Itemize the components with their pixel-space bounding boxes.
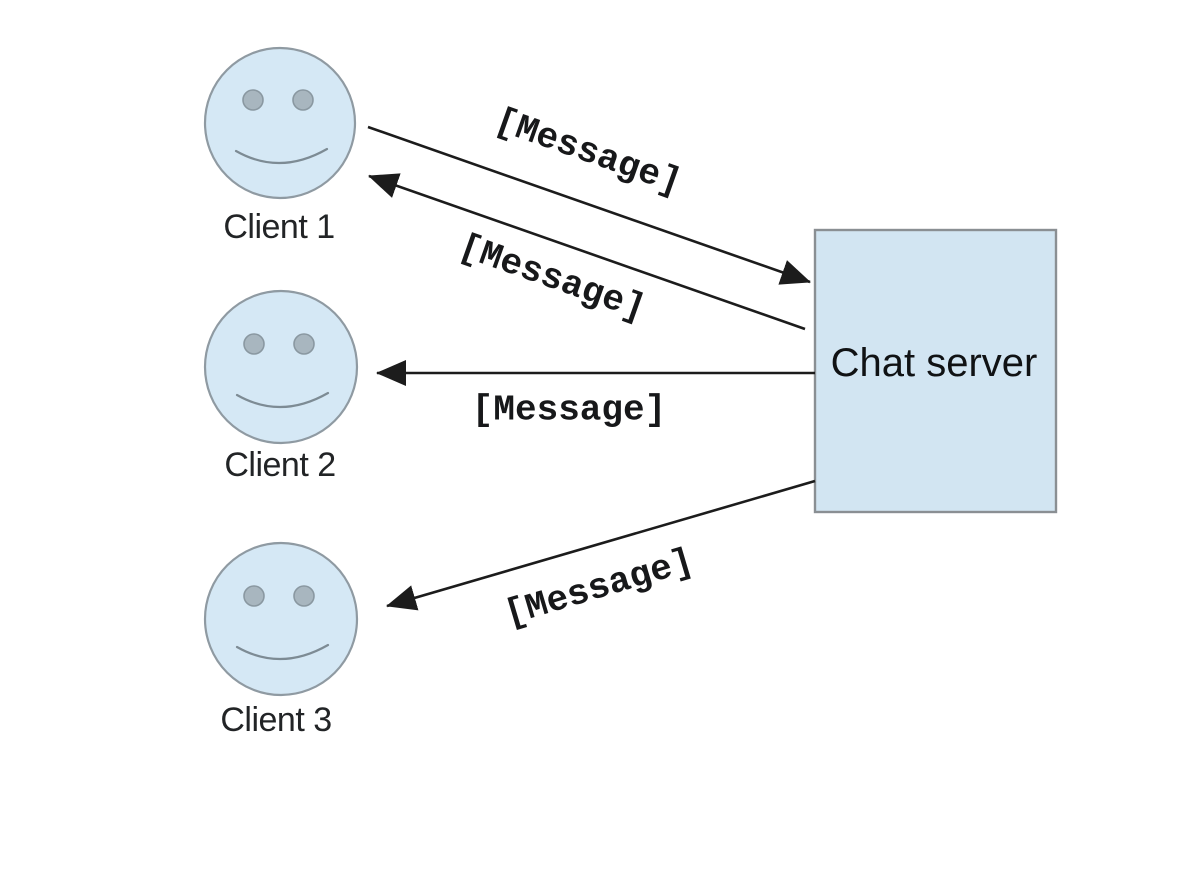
message-labels: [Message] [Message] [Message] [Message] [454,100,699,635]
client-1-face-icon [203,46,357,200]
client-1-smile-icon [234,147,329,165]
client-2-right-eye-icon [293,333,315,355]
server-box [813,228,1058,514]
client-3-smile-icon [235,643,330,661]
client-3-left-eye-icon [243,585,265,607]
arrow-client1-to-server [367,125,811,285]
client-3-label: Client 3 [220,701,331,739]
client-2-left-eye-icon [243,333,265,355]
server-node: Chat server [813,228,1058,514]
arrow-server-to-client3 [386,479,816,611]
client-1-left-eye-icon [242,89,264,111]
message-label-client1-to-server: [Message] [490,100,687,204]
client-1-label: Client 1 [223,208,334,246]
client-3-face-icon [203,541,359,697]
arrow-server-to-client1 [368,173,806,331]
message-label-server-to-client3: [Message] [500,541,698,636]
client-3-right-eye-icon [293,585,315,607]
client-2-face-icon [203,289,359,445]
client-2-label: Client 2 [224,446,335,484]
client-2-smile-icon [235,391,330,409]
message-label-server-to-client2: [Message] [472,390,666,431]
server-label: Chat server [831,341,1038,385]
client-2-node: Client 2 [203,289,359,484]
message-label-server-to-client1: [Message] [454,226,651,330]
client-3-node: Client 3 [203,541,359,739]
client-1-right-eye-icon [292,89,314,111]
client-1-node: Client 1 [203,46,357,246]
message-arrows [367,125,816,611]
